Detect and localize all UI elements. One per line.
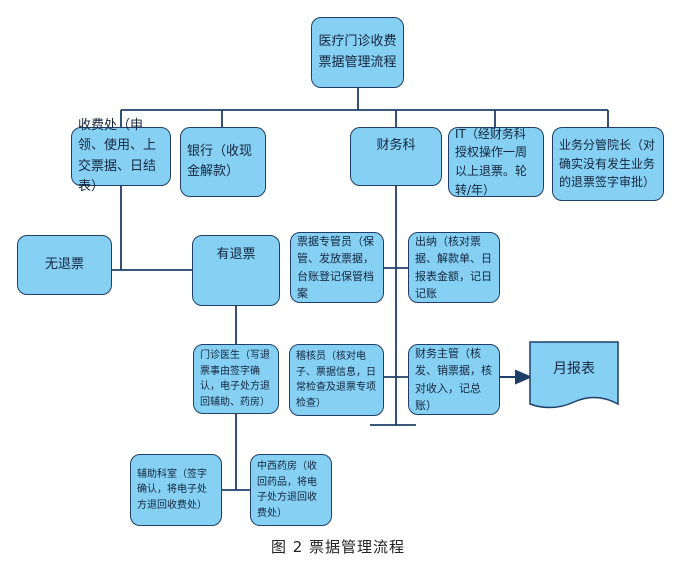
auditor-node: 稽核员（核对电子、票据信息，日常检查及退票专项检查） <box>289 344 384 416</box>
monthly-report-shape <box>529 341 619 409</box>
it-node: IT（经财务科授权操作一周以上退票。轮转/年） <box>448 127 544 197</box>
auditor-label: 稽核员（核对电子、票据信息，日常检查及退票专项检查） <box>296 351 376 409</box>
fee-office-node: 收费处（申领、使用、上交票据、日结表） <box>71 118 171 194</box>
clinic-doctor-node: 门诊医生（写退票事由签字确认，电子处方退回辅助、药房） <box>193 344 279 414</box>
finance-supervisor-label: 财务主管（核发、销票据，核对收入，记总账） <box>415 347 492 412</box>
no-refund-label: 无退票 <box>44 256 84 272</box>
figure-caption: 图 2 票据管理流程 <box>270 538 406 556</box>
fee-office-label: 收费处（申领、使用、上交票据、日结表） <box>78 118 157 194</box>
no-refund-node: 无退票 <box>17 235 112 295</box>
root-node-label: 医疗门诊收费票据管理流程 <box>318 34 397 70</box>
finance-label: 财务科 <box>376 138 416 153</box>
monthly-report-label-wrap: 月报表 <box>530 342 618 394</box>
vp-node: 业务分管院长（对确实没有发生业务的退票签字审批） <box>552 127 664 201</box>
cashier-node: 出纳（核对票据、解款单、日报表金额，记日记账 <box>408 232 500 303</box>
cashier-label: 出纳（核对票据、解款单、日报表金额，记日记账 <box>415 235 492 300</box>
monthly-report-label: 月报表 <box>553 361 595 377</box>
finance-supervisor-node: 财务主管（核发、销票据，核对收入，记总账） <box>408 344 500 415</box>
arrow-head <box>515 369 533 385</box>
bank-label: 银行（收现金解款） <box>187 143 253 179</box>
has-refund-node: 有退票 <box>192 235 280 306</box>
it-label: IT（经财务科授权操作一周以上退票。轮转/年） <box>455 126 528 197</box>
pharmacy-node: 中西药房（收回药品，将电子处方退回收费处） <box>250 454 332 526</box>
has-refund-label: 有退票 <box>216 247 256 262</box>
aux-dept-label: 辅助科室（签字确认，将电子处方退回收费处） <box>137 468 207 511</box>
bank-node: 银行（收现金解款） <box>180 127 266 197</box>
bill-keeper-label: 票据专管员（保管、发放票据，台账登记保管档案 <box>297 235 374 300</box>
bill-keeper-node: 票据专管员（保管、发放票据，台账登记保管档案 <box>290 232 384 303</box>
clinic-doctor-label: 门诊医生（写退票事由签字确认，电子处方退回辅助、药房） <box>200 350 270 408</box>
vp-label: 业务分管院长（对确实没有发生业务的退票签字审批） <box>559 138 656 190</box>
root-node: 医疗门诊收费票据管理流程 <box>311 17 404 88</box>
finance-node: 财务科 <box>350 127 442 186</box>
pharmacy-label: 中西药房（收回药品，将电子处方退回收费处） <box>257 461 317 519</box>
aux-dept-node: 辅助科室（签字确认，将电子处方退回收费处） <box>130 454 222 526</box>
